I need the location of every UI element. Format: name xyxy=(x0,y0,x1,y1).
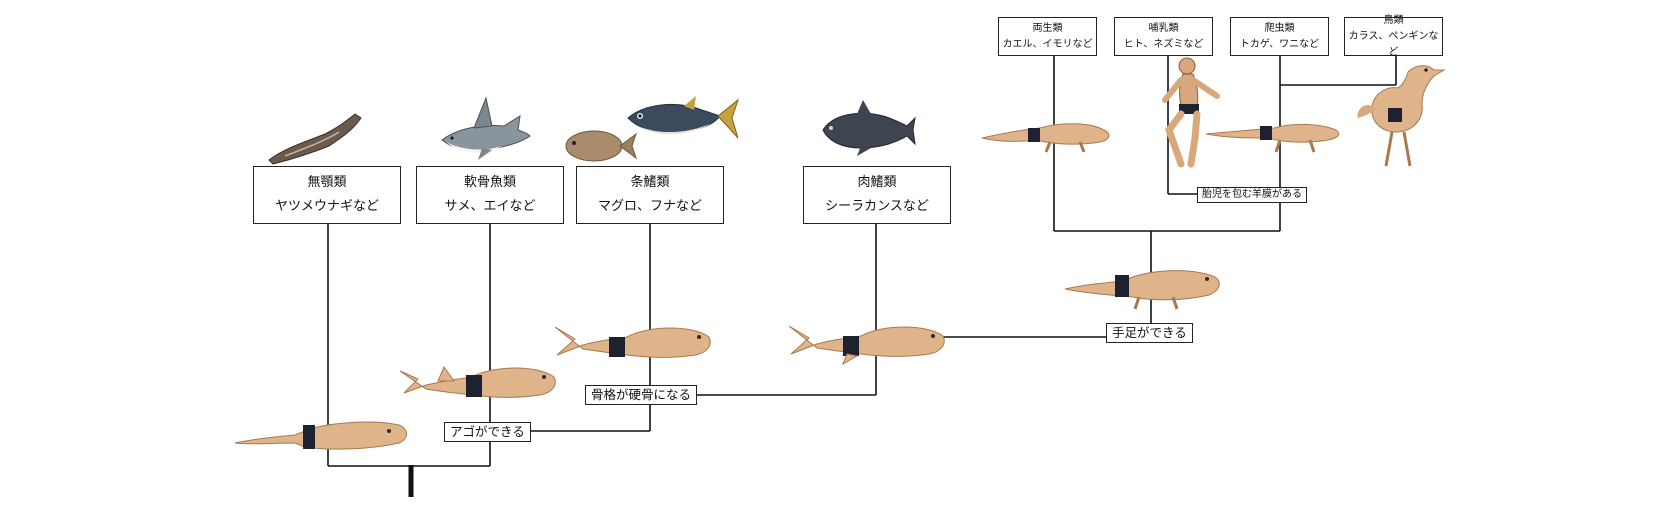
group-birds-examples: カラス、ペンギンなど xyxy=(1348,30,1439,58)
group-amphibians-examples: カエル、イモリなど xyxy=(1002,38,1093,50)
group-rayfinned: 条鰭類 マグロ、フナなど xyxy=(576,166,724,224)
group-reptiles-examples: トカゲ、ワニなど xyxy=(1239,38,1320,50)
group-amphibians: 両生類 カエル、イモリなど xyxy=(998,17,1097,56)
ancestor-creature-icon xyxy=(787,318,947,366)
ancestor-creature-icon xyxy=(1063,265,1221,313)
trait-bone-label: 骨格が硬骨になる xyxy=(585,385,698,405)
group-mammals-examples: ヒト、ネズミなど xyxy=(1123,38,1204,50)
shark-icon xyxy=(438,94,533,166)
lizard-icon xyxy=(1204,114,1342,154)
group-birds: 鳥類 カラス、ペンギンなど xyxy=(1344,15,1443,58)
coelacanth-icon xyxy=(817,96,917,156)
trait-amnion-label: 胎児を包む羊膜がある xyxy=(1197,187,1307,203)
goldfish-icon xyxy=(562,124,637,166)
tuna-icon xyxy=(624,96,740,144)
group-reptiles: 爬虫類 トカゲ、ワニなど xyxy=(1230,17,1329,56)
group-cartilaginous-examples: サメ、エイなど xyxy=(444,199,536,214)
group-rayfinned-name: 条鰭類 xyxy=(630,175,670,190)
group-cartilaginous: 軟骨魚類 サメ、エイなど xyxy=(416,166,564,224)
group-mammals: 哺乳類 ヒト、ネズミなど xyxy=(1114,17,1213,56)
group-birds-name: 鳥類 xyxy=(1383,14,1404,26)
group-jawless: 無顎類 ヤツメウナギなど xyxy=(253,166,401,224)
ancestor-creature-icon xyxy=(553,319,713,367)
newt-icon xyxy=(980,114,1120,154)
group-jawless-name: 無顎類 xyxy=(307,175,347,190)
group-jawless-examples: ヤツメウナギなど xyxy=(274,199,379,214)
ancestor-creature-icon xyxy=(233,413,408,453)
trait-limbs-label: 手足ができる xyxy=(1106,323,1193,343)
group-lobefinned-examples: シーラカンスなど xyxy=(825,199,929,214)
trait-jaw-label: アゴができる xyxy=(444,422,531,442)
lamprey-icon xyxy=(265,108,365,166)
group-reptiles-name: 爬虫類 xyxy=(1264,22,1295,34)
group-amphibians-name: 両生類 xyxy=(1032,22,1063,34)
ancestor-creature-icon xyxy=(398,357,558,407)
group-lobefinned: 肉鰭類 シーラカンスなど xyxy=(803,166,951,224)
bird-icon xyxy=(1352,58,1446,168)
group-mammals-name: 哺乳類 xyxy=(1148,22,1179,34)
group-rayfinned-examples: マグロ、フナなど xyxy=(597,199,702,214)
group-lobefinned-name: 肉鰭類 xyxy=(857,175,897,190)
human-icon xyxy=(1143,56,1225,168)
group-cartilaginous-name: 軟骨魚類 xyxy=(463,175,516,190)
